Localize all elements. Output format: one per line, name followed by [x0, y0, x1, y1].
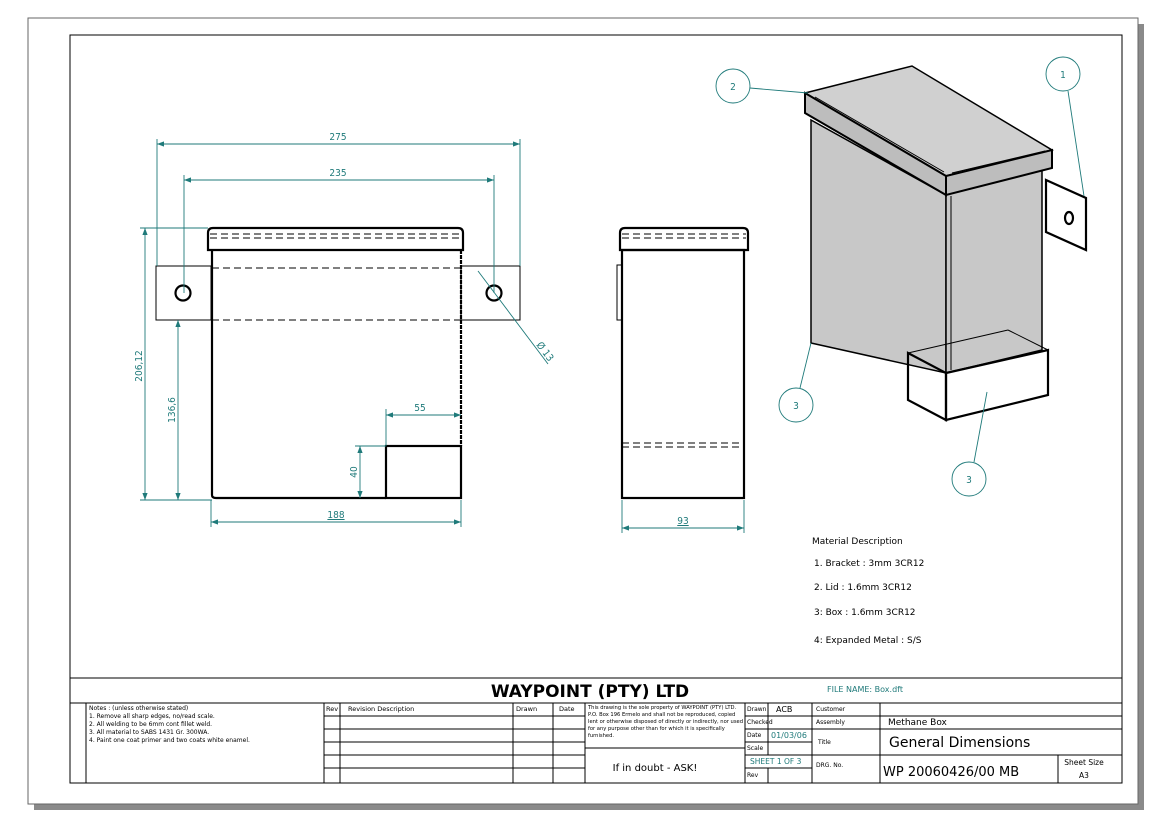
- if-in-doubt-note: If in doubt - ASK!: [613, 763, 698, 774]
- hole-left: [174, 284, 192, 302]
- dim-93: 93: [677, 516, 688, 527]
- dim-188: 188: [327, 510, 344, 521]
- svg-text:3: 3: [793, 401, 799, 412]
- side-view: 93: [616, 226, 750, 533]
- date-label: Date: [747, 732, 762, 739]
- scale-label: Scale: [747, 745, 763, 752]
- material-description: Material Description 1. Bracket : 3mm 3C…: [812, 537, 924, 646]
- drg-no-value: WP 20060426/00 MB: [883, 765, 1019, 780]
- title-label: Title: [817, 739, 831, 746]
- sheet-size-value: A3: [1079, 771, 1089, 780]
- sheet-size-label: Sheet Size: [1064, 758, 1104, 767]
- copyright-line: for any purpose other than for which it …: [588, 726, 725, 732]
- balloon-3a: [778, 387, 814, 423]
- notes-header: Notes : (unless otherwise stated): [89, 705, 188, 712]
- svg-text:3: 3: [966, 475, 972, 486]
- front-dimensions: 275 235 206,12 136,6 55 40 188 Ø 13: [134, 132, 556, 527]
- balloon-1: [1045, 56, 1081, 92]
- drawn-value: ACB: [776, 705, 792, 714]
- rev-label: Rev: [747, 772, 759, 779]
- drawing-border: [69, 34, 1123, 784]
- customer-label: Customer: [816, 706, 846, 713]
- dim-206: 206,12: [134, 350, 145, 381]
- assembly-value: Methane Box: [888, 718, 948, 728]
- col-rev: Rev: [326, 705, 338, 713]
- note-item: 1. Remove all sharp edges, no/read scale…: [89, 713, 215, 720]
- copyright-line: furnished.: [588, 733, 614, 739]
- copyright-line: This drawing is the sole property of WAY…: [587, 705, 736, 711]
- dim-55: 55: [414, 403, 425, 414]
- drg-no-label: DRG. No.: [816, 762, 843, 769]
- col-date: Date: [559, 705, 575, 713]
- title-block: WAYPOINT (PTY) LTD FILE NAME: Box.dft No…: [70, 677, 1122, 783]
- expanded-metal-mesh: [384, 444, 463, 500]
- balloon-3b: [951, 461, 987, 497]
- checked-label: Checked: [747, 719, 773, 726]
- file-name: FILE NAME: Box.dft: [827, 685, 903, 694]
- svg-text:2: 2: [730, 82, 736, 93]
- drawing-title: General Dimensions: [889, 735, 1030, 751]
- material-item: 3: Box : 1.6mm 3CR12: [814, 608, 916, 618]
- dim-275: 275: [329, 132, 346, 143]
- note-item: 2. All welding to be 6mm cont fillet wel…: [89, 721, 212, 728]
- material-item: 1. Bracket : 3mm 3CR12: [814, 559, 924, 569]
- assembly-label: Assembly: [816, 719, 845, 726]
- copyright-line: lent or otherwise disposed of directly o…: [588, 719, 743, 725]
- sheet-number: SHEET 1 OF 3: [750, 757, 802, 766]
- company-name: WAYPOINT (PTY) LTD: [491, 682, 689, 702]
- dim-40: 40: [349, 466, 360, 478]
- col-revision-description: Revision Description: [348, 705, 414, 713]
- balloons: 1 2 3 3: [715, 56, 1085, 497]
- date-value: 01/03/06: [771, 731, 807, 740]
- drawn-label: Drawn: [747, 706, 767, 713]
- revision-table: Rev Revision Description Drawn Date: [323, 703, 586, 783]
- material-item: 4: Expanded Metal : S/S: [814, 636, 922, 646]
- dim-235: 235: [329, 168, 346, 179]
- copyright-line: P.O. Box 196 Ermelo and shall not be rep…: [588, 712, 735, 718]
- dim-136: 136,6: [167, 397, 178, 423]
- note-item: 4. Paint one coat primer and two coats w…: [89, 737, 250, 744]
- bracket: [1044, 178, 1088, 252]
- svg-text:1: 1: [1060, 70, 1066, 81]
- note-item: 3. All material to SABS 1431 Gr. 300WA.: [89, 729, 209, 736]
- col-drawn: Drawn: [516, 705, 537, 713]
- balloon-2: [715, 68, 751, 104]
- material-title: Material Description: [812, 537, 903, 547]
- isometric-view: [803, 65, 1088, 422]
- material-item: 2. Lid : 1.6mm 3CR12: [814, 583, 912, 593]
